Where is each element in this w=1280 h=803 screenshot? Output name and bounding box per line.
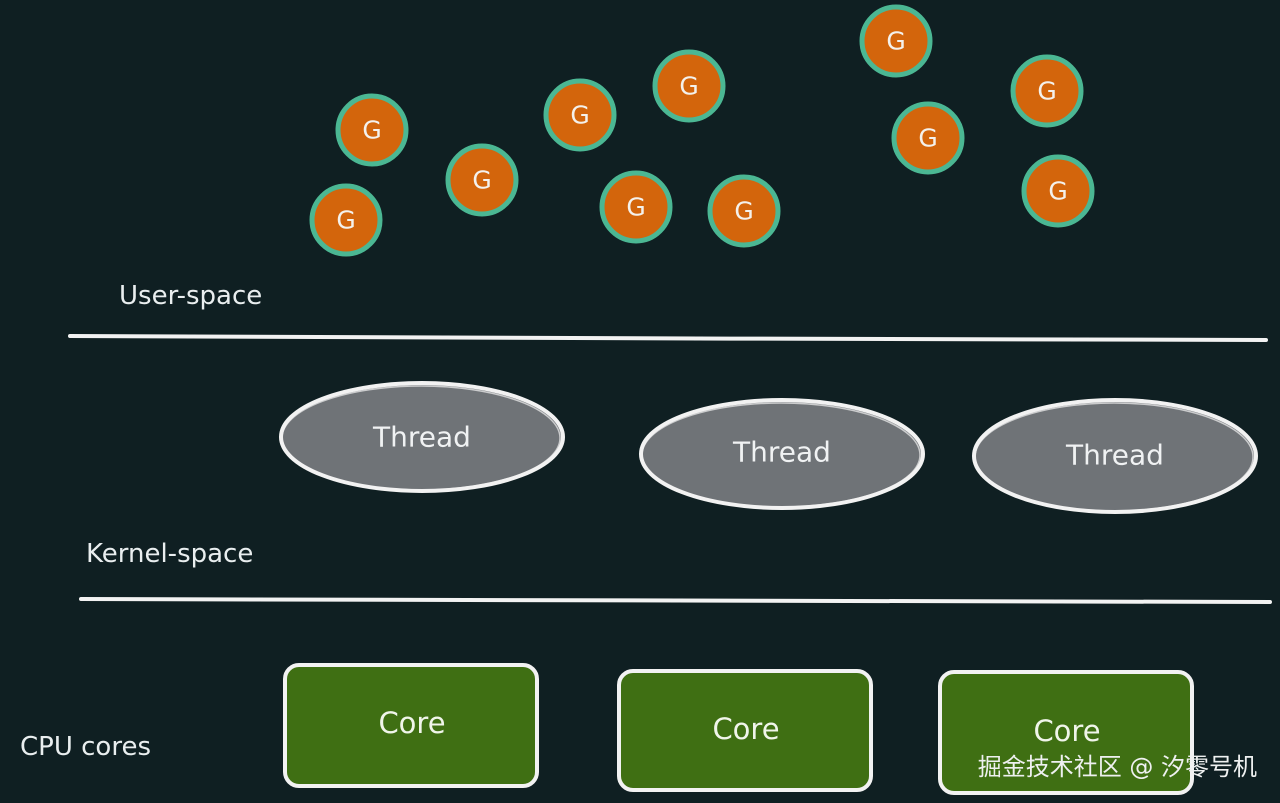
watermark-text: 掘金技术社区 @ 汐零号机 <box>978 753 1257 781</box>
user-kernel-divider <box>68 334 1268 342</box>
goroutine-3: G <box>445 143 519 217</box>
user-space-label: User-space <box>119 281 262 311</box>
goroutine-label: G <box>570 101 589 130</box>
thread-2: Thread <box>639 398 925 510</box>
goroutine-label: G <box>886 27 905 56</box>
goroutine-10: G <box>1010 54 1084 128</box>
goroutine-9: G <box>891 101 965 175</box>
goroutine-5: G <box>652 49 726 123</box>
thread-group: Thread Thread Thread <box>279 381 1258 514</box>
goroutine-label: G <box>472 166 491 195</box>
thread-1: Thread <box>279 381 565 493</box>
goroutine-label: G <box>734 197 753 226</box>
goroutine-label: G <box>1037 77 1056 106</box>
goroutine-label: G <box>336 206 355 235</box>
goroutine-label: G <box>626 193 645 222</box>
thread-label: Thread <box>1065 439 1164 472</box>
goroutine-8: G <box>859 4 933 78</box>
thread-label: Thread <box>732 436 831 469</box>
goroutine-6: G <box>599 170 673 244</box>
goroutine-label: G <box>362 116 381 145</box>
core-label: Core <box>378 706 445 740</box>
core-2: Core <box>617 669 873 792</box>
thread-3: Thread <box>972 398 1258 514</box>
kernel-cpu-divider <box>79 597 1272 604</box>
core-label: Core <box>712 712 779 746</box>
core-group: Core Core Core <box>283 663 1194 795</box>
goroutine-1: G <box>335 93 409 167</box>
goroutine-label: G <box>679 72 698 101</box>
goroutine-7: G <box>707 174 781 248</box>
core-1: Core <box>283 663 539 788</box>
goroutine-4: G <box>543 78 617 152</box>
cpu-cores-label: CPU cores <box>20 732 151 762</box>
kernel-space-label: Kernel-space <box>86 539 253 569</box>
goroutine-group: G G G G G G G G <box>309 4 1095 257</box>
core-label: Core <box>1033 714 1100 748</box>
thread-label: Thread <box>372 421 471 454</box>
goroutine-label: G <box>918 124 937 153</box>
goroutine-label: G <box>1048 177 1067 206</box>
goroutine-2: G <box>309 183 383 257</box>
core-3: Core <box>938 670 1194 795</box>
goroutine-11: G <box>1021 154 1095 228</box>
